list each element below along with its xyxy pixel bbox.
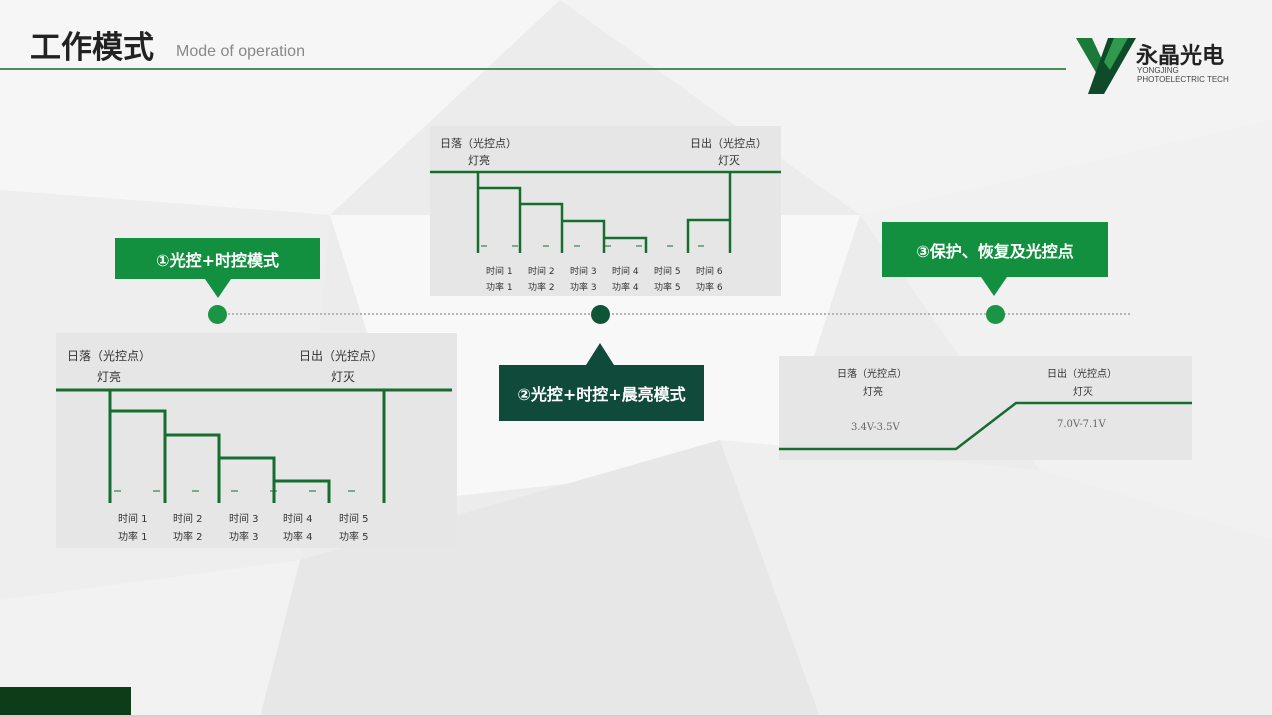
d1-time-2: 时间 2 — [173, 514, 203, 525]
timeline-node-3 — [986, 305, 1005, 324]
d1-time-5: 时间 5 — [339, 514, 369, 525]
d1-power-1: 功率 1 — [118, 532, 148, 543]
d2-power-3: 功率 3 — [570, 283, 597, 293]
d2-time-3: 时间 3 — [570, 267, 597, 277]
page-subtitle: Mode of operation — [176, 43, 305, 60]
logo-name: 永晶光电 — [1136, 44, 1225, 69]
diagram-1-graphic — [56, 388, 452, 503]
d3-light-on: 灯亮 — [863, 387, 883, 398]
diagram-3-graphic — [779, 401, 1192, 451]
d2-light-on: 灯亮 — [468, 154, 490, 167]
d3-sunrise-label: 日出（光控点） — [1047, 369, 1117, 380]
mode-2-pointer — [586, 343, 614, 365]
d1-power-2: 功率 2 — [173, 532, 203, 543]
d2-power-2: 功率 2 — [528, 283, 555, 293]
timeline-dotted-line — [217, 313, 1130, 315]
d3-light-off: 灯灭 — [1073, 387, 1093, 398]
d3-high-voltage: 7.0V-7.1V — [1057, 419, 1106, 430]
mode-3-label: ③保护、恢复及光控点 — [882, 222, 1108, 277]
d2-time-1: 时间 1 — [486, 267, 513, 277]
d1-time-1: 时间 1 — [118, 514, 148, 525]
footer-accent-bar — [0, 687, 131, 715]
d1-power-4: 功率 4 — [283, 532, 313, 543]
logo-en-line2: PHOTOELECTRIC TECH — [1137, 75, 1229, 84]
d1-sunrise-label: 日出（光控点） — [299, 349, 384, 363]
mode-2-label: ②光控+时控+晨亮模式 — [499, 365, 704, 421]
d2-power-1: 功率 1 — [486, 283, 513, 293]
d2-power-6: 功率 6 — [696, 283, 723, 293]
mode-1-pointer — [205, 279, 231, 298]
d2-time-4: 时间 4 — [612, 267, 639, 277]
d1-light-off: 灯灭 — [331, 370, 356, 384]
footer-line — [0, 715, 1272, 717]
d2-time-5: 时间 5 — [654, 267, 681, 277]
d2-sunrise-label: 日出（光控点） — [690, 137, 767, 150]
timeline-node-1 — [208, 305, 227, 324]
page-title: 工作模式 — [30, 30, 154, 66]
mode-1-label: ①光控+时控模式 — [115, 238, 320, 279]
diagram-mode-1: 日落（光控点） 灯亮 日出（光控点） 灯灭 时间 1 功率 1 时间 2 功率 … — [56, 333, 457, 548]
d1-power-5: 功率 5 — [339, 532, 369, 543]
d2-power-4: 功率 4 — [612, 283, 639, 293]
d2-power-5: 功率 5 — [654, 283, 681, 293]
d1-sunset-label: 日落（光控点） — [67, 349, 152, 363]
d2-time-6: 时间 6 — [696, 267, 723, 277]
mode-3-pointer — [981, 277, 1007, 296]
d2-time-2: 时间 2 — [528, 267, 555, 277]
d2-light-off: 灯灭 — [718, 154, 740, 167]
yj-logo-icon — [1076, 38, 1136, 94]
d1-time-4: 时间 4 — [283, 514, 313, 525]
diagram-mode-3: 日落（光控点） 灯亮 日出（光控点） 灯灭 3.4V-3.5V 7.0V-7.1… — [779, 356, 1192, 460]
diagram-mode-2: 日落（光控点） 灯亮 日出（光控点） 灯灭 时间 1 功率 1 时间 2 功率 … — [430, 126, 781, 296]
d2-sunset-label: 日落（光控点） — [440, 137, 517, 150]
d3-low-voltage: 3.4V-3.5V — [851, 422, 900, 433]
d1-light-on: 灯亮 — [97, 370, 122, 384]
d1-time-3: 时间 3 — [229, 514, 259, 525]
logo-en-line1: YONGJING — [1137, 66, 1179, 75]
diagram-2-graphic — [430, 170, 781, 253]
d1-power-3: 功率 3 — [229, 532, 259, 543]
header-divider — [0, 68, 1066, 70]
d3-sunset-label: 日落（光控点） — [837, 369, 907, 380]
timeline-node-2 — [591, 305, 610, 324]
